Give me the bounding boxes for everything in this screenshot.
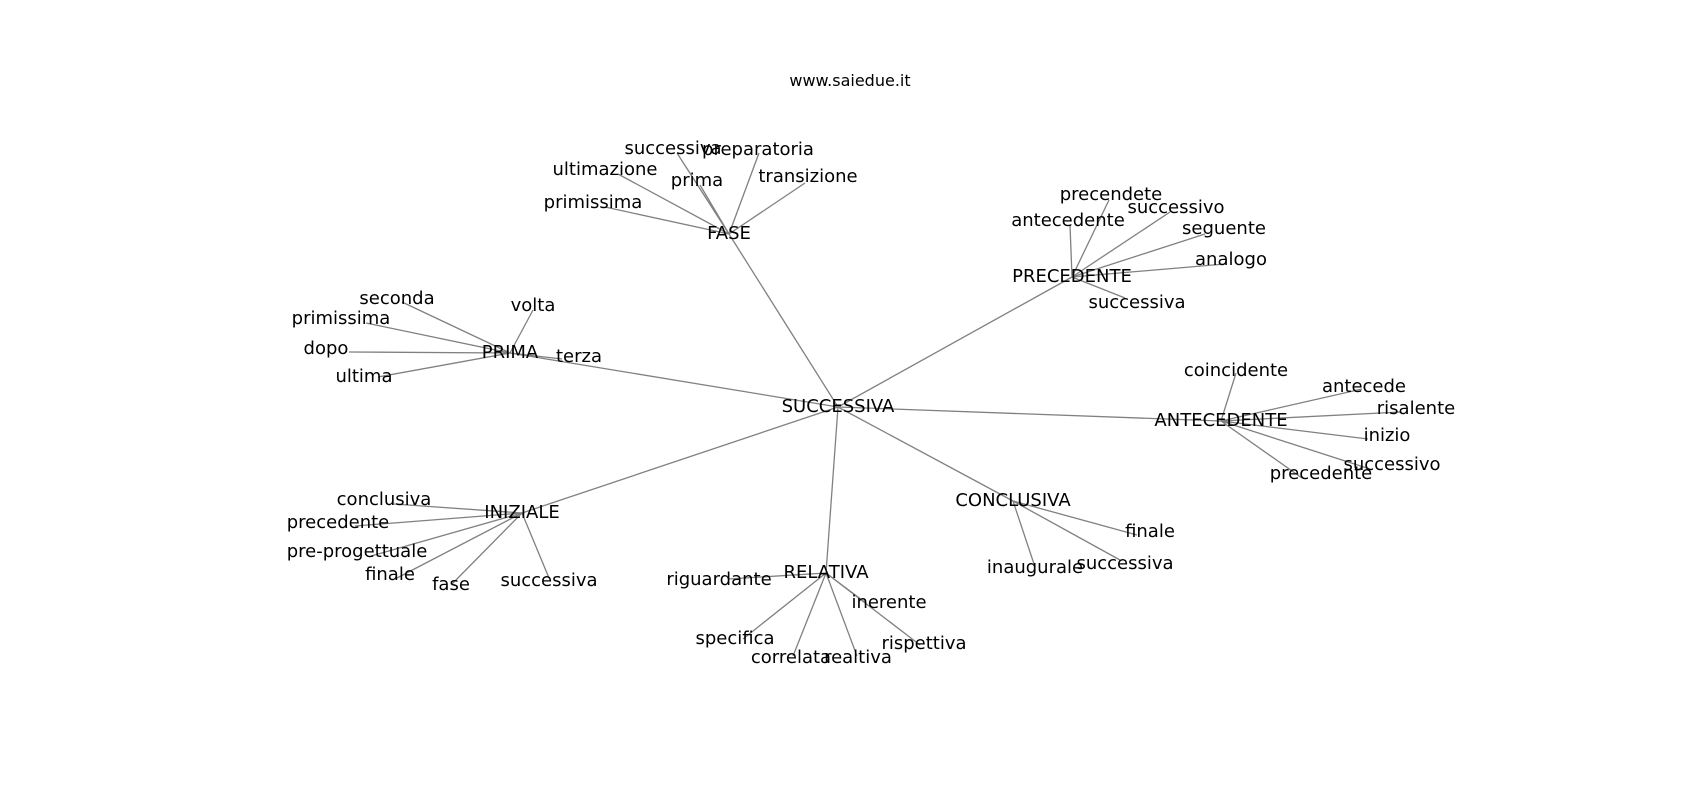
leaf-node-label: seconda: [359, 288, 434, 309]
leaf-node-label: primissima: [544, 192, 643, 213]
leaf-node-label: ultima: [335, 366, 392, 387]
leaf-node-label: rispettiva: [881, 633, 966, 654]
leaf-node-label: successiva: [624, 138, 721, 159]
edge-precedente-leaf: [1071, 276, 1126, 299]
leaf-node-label: preparatoria: [702, 139, 814, 160]
edge-antecedente-leaf: [1220, 420, 1369, 440]
edge-center-conclusiva: [837, 406, 1014, 502]
leaf-node-label: riguardante: [666, 569, 771, 590]
hub-node-label-prima: PRIMA: [482, 342, 539, 363]
hub-node-label-iniziale: INIZIALE: [484, 502, 559, 523]
hub-node-label-precedente: PRECEDENTE: [1012, 266, 1132, 287]
edge-fase-leaf: [604, 206, 730, 235]
leaf-node-label: finale: [1125, 521, 1175, 542]
leaf-node-label: primissima: [292, 308, 391, 329]
leaf-node-label: ultimazione: [553, 159, 658, 180]
leaf-node-label: successivo: [1127, 197, 1224, 218]
edge-antecedente-leaf: [1220, 420, 1371, 470]
leaf-node-label: successiva: [500, 570, 597, 591]
leaf-node-label: precedente: [1270, 463, 1373, 484]
hub-node-label-relativa: RELATIVA: [783, 562, 869, 583]
leaf-node-label: pre-progettuale: [287, 541, 428, 562]
leaf-node-label: terza: [556, 346, 602, 367]
center-node-label: SUCCESSIVA: [782, 396, 895, 417]
leaf-node-label: inizio: [1364, 425, 1411, 446]
leaf-node-label: transizione: [758, 166, 857, 187]
edge-center-relativa: [825, 406, 839, 574]
edge-iniziale-leaf: [354, 512, 523, 527]
leaf-node-label: precedente: [287, 512, 390, 533]
leaf-node-label: analogo: [1195, 249, 1267, 270]
leaf-node-label: realtiva: [824, 647, 892, 668]
edge-antecedente-leaf: [1220, 420, 1303, 479]
edge-precedente-leaf: [1071, 233, 1206, 278]
edge-antecedente-leaf: [1220, 372, 1237, 422]
leaf-node-label: antecedente: [1011, 210, 1125, 231]
edge-relativa-leaf: [727, 572, 827, 580]
edge-iniziale-leaf: [521, 512, 550, 579]
leaf-node-label: inerente: [851, 592, 926, 613]
edge-prima-leaf: [509, 309, 534, 354]
edge-relativa-leaf: [825, 572, 858, 657]
hub-node-label-fase: FASE: [707, 223, 751, 244]
edge-precedente-leaf: [1071, 263, 1226, 278]
graph-edges: [348, 152, 1402, 657]
leaf-node-label: antecede: [1322, 376, 1406, 397]
leaf-node-label: inaugurale: [987, 557, 1083, 578]
edge-antecedente-leaf: [1220, 411, 1402, 422]
edge-precedente-leaf: [1071, 199, 1110, 278]
edge-antecedente-leaf: [1220, 388, 1363, 422]
edge-prima-leaf: [365, 322, 511, 354]
edge-fase-leaf: [728, 152, 760, 235]
edge-center-fase: [728, 233, 839, 408]
edge-iniziale-leaf: [451, 512, 523, 585]
leaf-node-label: successivo: [1343, 454, 1440, 475]
edge-conclusiva-leaf: [1012, 500, 1121, 561]
leaf-node-label: seguente: [1182, 218, 1266, 239]
edge-center-antecedente: [837, 406, 1222, 422]
edge-fase-leaf: [617, 173, 730, 235]
edge-fase-leaf: [728, 182, 806, 235]
edge-iniziale-leaf: [370, 512, 523, 557]
edge-relativa-leaf: [792, 572, 827, 657]
edge-center-prima: [509, 352, 839, 408]
leaf-node-label: specifica: [695, 628, 774, 649]
edge-center-iniziale: [521, 406, 839, 514]
edge-relativa-leaf: [742, 572, 827, 640]
hub-node-label-conclusiva: CONCLUSIVA: [955, 490, 1071, 511]
leaf-node-label: successiva: [1088, 292, 1185, 313]
leaf-node-label: coincidente: [1184, 360, 1288, 381]
leaf-node-label: volta: [511, 295, 556, 316]
leaf-node-label: successiva: [1076, 553, 1173, 574]
edge-fase-leaf: [699, 184, 730, 235]
edge-prima-leaf: [377, 352, 511, 378]
hub-node-label-antecedente: ANTECEDENTE: [1154, 410, 1287, 431]
edge-prima-leaf: [401, 301, 511, 354]
edge-iniziale-leaf: [396, 512, 523, 579]
edge-conclusiva-leaf: [1012, 500, 1138, 536]
site-watermark: www.saiedue.it: [789, 71, 911, 90]
edge-prima-leaf: [348, 351, 511, 354]
leaf-node-label: fase: [432, 574, 470, 595]
edge-conclusiva-leaf: [1012, 500, 1035, 565]
leaf-node-label: finale: [365, 564, 415, 585]
leaf-node-label: precendete: [1060, 184, 1163, 205]
leaf-node-label: conclusiva: [337, 489, 432, 510]
edge-relativa-leaf: [825, 572, 921, 646]
edge-iniziale-leaf: [393, 503, 523, 514]
graph-labels: SUCCESSIVAFASEsuccessivapreparatoriaulti…: [287, 138, 1456, 668]
edge-prima-leaf: [509, 352, 563, 360]
edge-precedente-leaf: [1069, 224, 1073, 278]
edge-center-precedente: [837, 276, 1073, 408]
leaf-node-label: dopo: [304, 338, 349, 359]
leaf-node-label: correlata: [751, 647, 831, 668]
leaf-node-label: prima: [671, 170, 723, 191]
leaf-node-label: risalente: [1377, 398, 1455, 419]
edge-precedente-leaf: [1071, 211, 1171, 278]
